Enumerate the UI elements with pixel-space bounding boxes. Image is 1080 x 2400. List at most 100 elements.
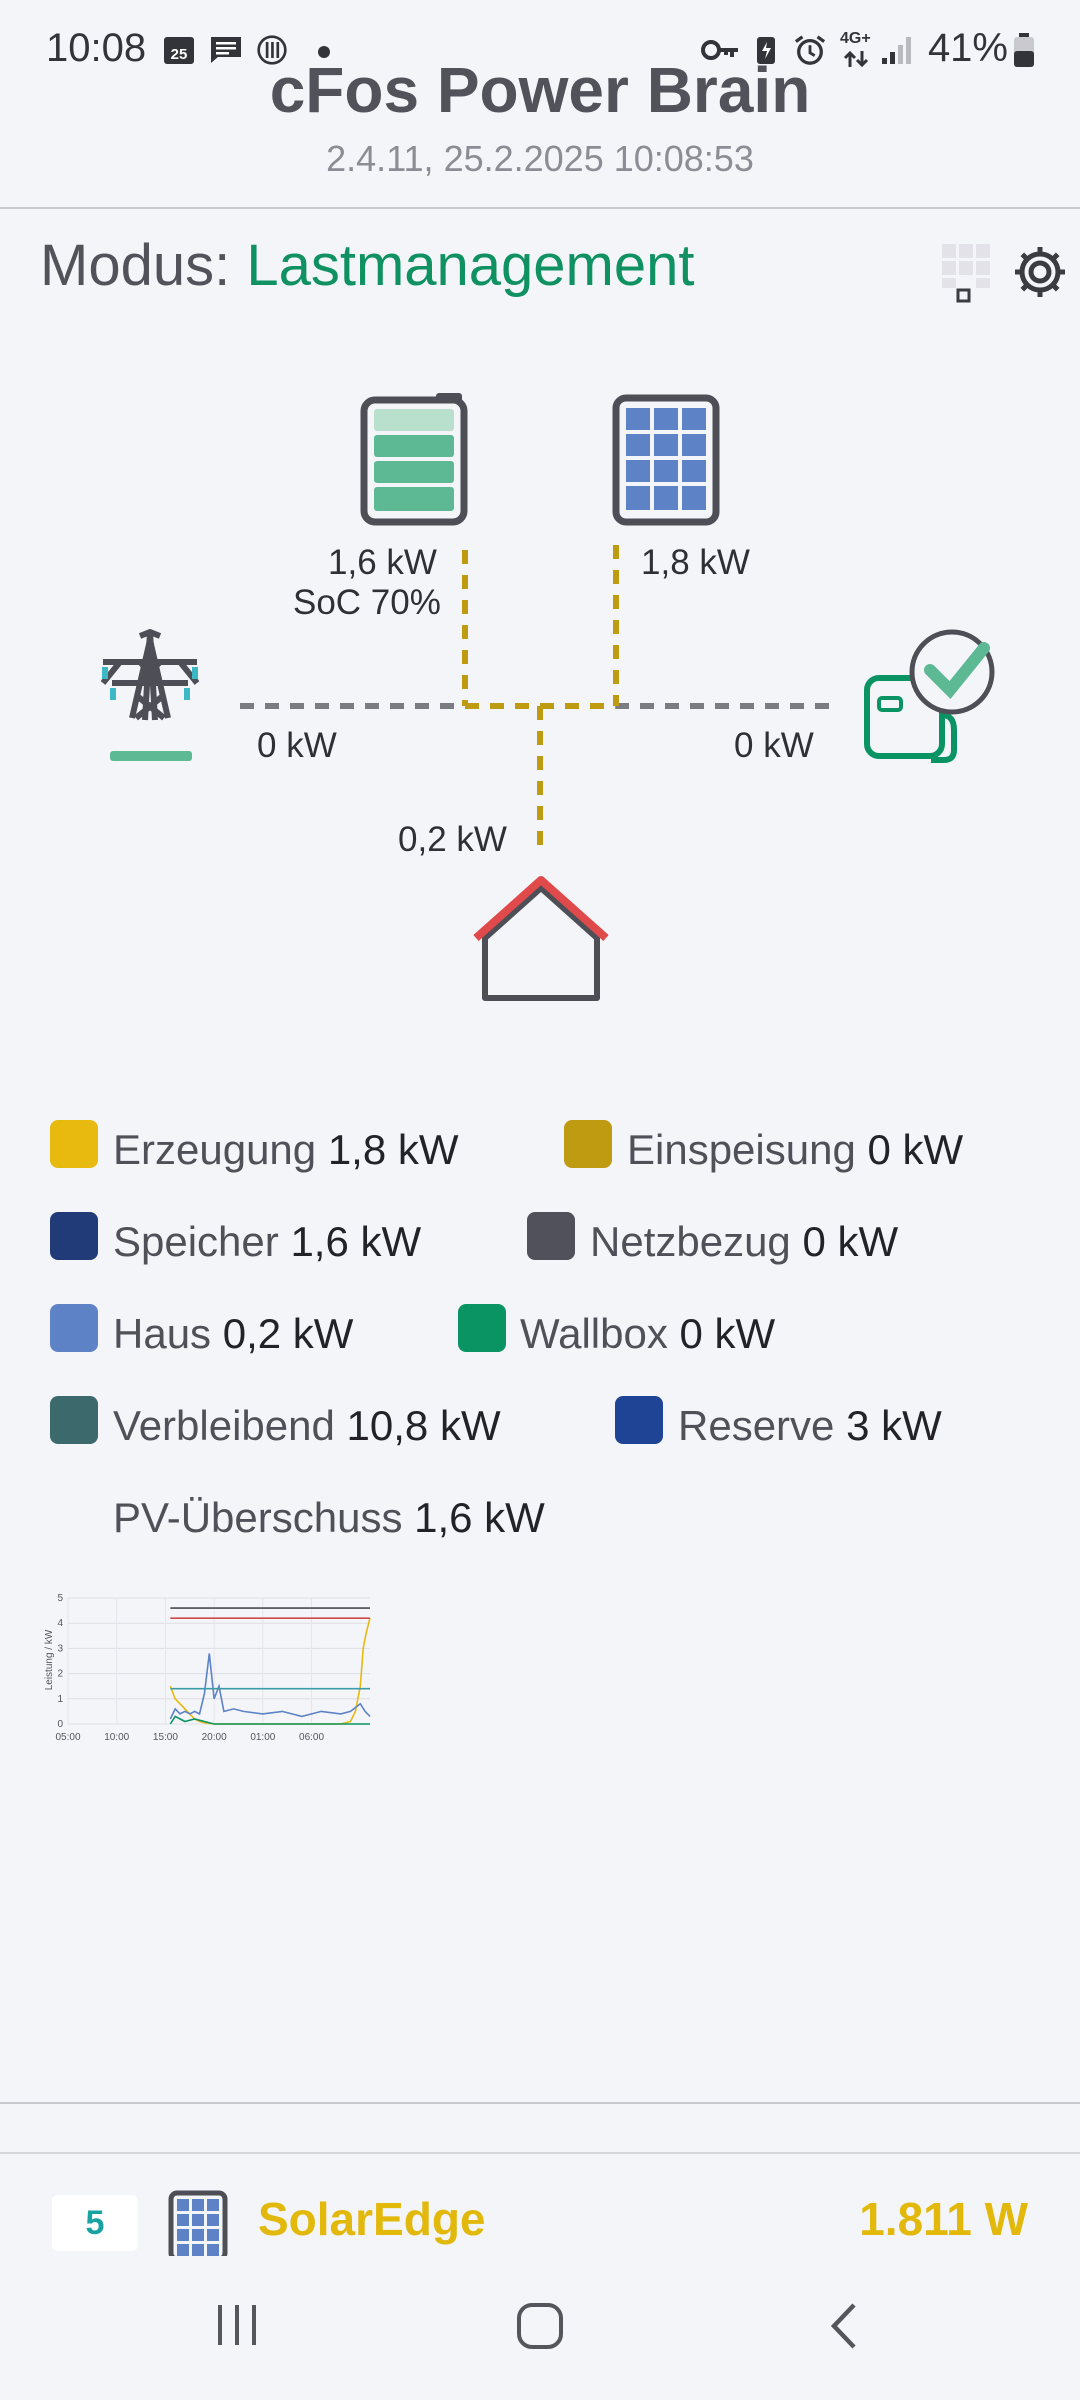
qr-code-icon[interactable] xyxy=(942,244,990,304)
battery-power-label: 1,6 kW xyxy=(328,543,437,582)
house-power-label: 0,2 kW xyxy=(398,820,507,859)
calendar-day: 25 xyxy=(171,46,188,63)
chart-x-tick-label: 20:00 xyxy=(202,1732,227,1743)
mode-label: Modus: xyxy=(40,233,231,298)
chart-y-tick-label: 3 xyxy=(57,1643,63,1654)
legend-label: PV-Überschuss xyxy=(113,1494,403,1541)
recent-apps-icon[interactable] xyxy=(212,2300,262,2350)
chart-y-ticks: 0 1 2 3 4 5 xyxy=(57,1593,63,1730)
network-type: 4G+ xyxy=(840,30,871,47)
legend-label: Speicher xyxy=(113,1218,279,1265)
chart-series xyxy=(169,1607,371,1725)
device-id-badge: 5 xyxy=(52,2195,138,2251)
chart-x-tick-label: 15:00 xyxy=(153,1732,178,1743)
grid-power-label: 0 kW xyxy=(257,726,337,765)
app-title: cFos Power Brain xyxy=(269,54,811,126)
header-divider xyxy=(0,207,1080,209)
wallbox-power-label: 0 kW xyxy=(734,726,814,765)
legend-label: Erzeugung xyxy=(113,1126,317,1173)
legend-label: Netzbezug xyxy=(590,1218,791,1265)
legend-label: Verbleibend xyxy=(113,1402,335,1449)
chart-x-tick-label: 01:00 xyxy=(250,1732,275,1743)
solar-panel-icon xyxy=(612,394,720,526)
solar-power-label: 1,8 kW xyxy=(641,543,750,582)
legend-swatch-speicher xyxy=(50,1212,98,1260)
home-icon[interactable] xyxy=(514,2300,566,2352)
legend-value: 3 kW xyxy=(846,1402,942,1449)
legend-wallbox: Wallbox 0 kW xyxy=(520,1309,775,1359)
legend-label: Wallbox xyxy=(520,1310,668,1357)
alarm-icon xyxy=(794,35,826,65)
chart-y-tick-label: 2 xyxy=(57,1669,63,1680)
legend-swatch-verbleibend xyxy=(50,1396,98,1444)
legend-swatch-haus xyxy=(50,1304,98,1352)
wallbox-charger-icon xyxy=(864,629,995,763)
chart-grid xyxy=(67,1597,370,1725)
data-arrows-icon xyxy=(843,50,869,68)
legend-value: 0 kW xyxy=(679,1310,776,1357)
signal-icon xyxy=(882,37,911,64)
more-notifications-dot xyxy=(318,46,330,58)
legend-erzeugung: Erzeugung 1,8 kW xyxy=(113,1125,459,1175)
legend-value: 1,8 kW xyxy=(327,1126,459,1173)
energy-flow-diagram xyxy=(100,393,995,1001)
version-timestamp: 2.4.11, 25.2.2025 10:08:53 xyxy=(326,138,754,179)
settings-gear-icon[interactable] xyxy=(1010,242,1070,302)
pylon-insulators xyxy=(102,667,198,700)
legend-reserve: Reserve 3 kW xyxy=(678,1401,942,1451)
chart-y-tick-label: 0 xyxy=(57,1719,63,1730)
legend-swatch-erzeugung xyxy=(50,1120,98,1168)
chart-series-line xyxy=(169,1653,371,1720)
device-power: 1.811 W xyxy=(859,2193,1028,2245)
chart-x-tick-label: 06:00 xyxy=(299,1732,324,1743)
legend-label: Einspeisung xyxy=(627,1126,856,1173)
pylon-base xyxy=(110,751,192,761)
legend-value: 1,6 kW xyxy=(290,1218,422,1265)
power-history-chart[interactable]: 0 1 2 3 4 5 05:00 10:00 15:00 20:00 01:00 06:00 Le… xyxy=(40,1590,380,1755)
list-divider xyxy=(0,2152,1080,2154)
chart-x-ticks: 05:00 10:00 15:00 20:00 01:00 06:00 xyxy=(55,1732,324,1743)
calendar-icon: 25 xyxy=(164,37,194,64)
legend-verbleibend: Verbleibend 10,8 kW xyxy=(113,1401,501,1451)
legend-pv-ueberschuss: PV-Überschuss 1,6 kW xyxy=(113,1493,545,1543)
chart-y-tick-label: 4 xyxy=(57,1618,63,1629)
device-solar-panel-icon xyxy=(168,2190,228,2256)
mode-heading: Modus: Lastmanagement xyxy=(40,232,695,299)
chart-series-line xyxy=(169,1715,370,1725)
legend-label: Reserve xyxy=(678,1402,835,1449)
power-saving-icon xyxy=(757,37,775,64)
chart-y-tick-label: 1 xyxy=(57,1694,63,1705)
legend-value: 0 kW xyxy=(802,1218,899,1265)
mode-value: Lastmanagement xyxy=(246,233,695,298)
back-icon[interactable] xyxy=(824,2300,864,2352)
battery-icon xyxy=(1014,33,1034,67)
chart-y-tick-label: 5 xyxy=(57,1593,63,1604)
section-divider xyxy=(0,2102,1080,2104)
message-icon xyxy=(211,37,241,63)
app-notification-icon xyxy=(257,35,287,65)
status-bar: 10:08 25 4G+ 41% xyxy=(0,0,1080,100)
status-time: 10:08 xyxy=(46,26,147,70)
house-icon xyxy=(473,876,609,1001)
chart-x-tick-label: 10:00 xyxy=(104,1732,129,1743)
legend-label: Haus xyxy=(113,1310,212,1357)
legend-value: 10,8 kW xyxy=(346,1402,501,1449)
legend-einspeisung: Einspeisung 0 kW xyxy=(627,1125,963,1175)
legend-haus: Haus 0,2 kW xyxy=(113,1309,353,1359)
device-name[interactable]: SolarEdge xyxy=(258,2193,486,2245)
legend-value: 0,2 kW xyxy=(222,1310,354,1357)
key-icon xyxy=(701,40,738,60)
legend-swatch-netzbezug xyxy=(527,1212,575,1260)
battery-storage-icon xyxy=(360,393,468,526)
battery-soc-label: SoC 70% xyxy=(293,583,441,622)
legend-swatch-wallbox xyxy=(458,1304,506,1352)
battery-percent: 41% xyxy=(927,26,1008,70)
legend-netzbezug: Netzbezug 0 kW xyxy=(590,1217,898,1267)
legend-value: 0 kW xyxy=(867,1126,964,1173)
chart-x-tick-label: 05:00 xyxy=(55,1732,80,1743)
legend-swatch-reserve xyxy=(615,1396,663,1444)
chart-y-axis-label: Leistung / kW xyxy=(44,1629,55,1690)
legend-swatch-einspeisung xyxy=(564,1120,612,1168)
legend-value: 1,6 kW xyxy=(414,1494,545,1541)
legend-speicher: Speicher 1,6 kW xyxy=(113,1217,421,1267)
